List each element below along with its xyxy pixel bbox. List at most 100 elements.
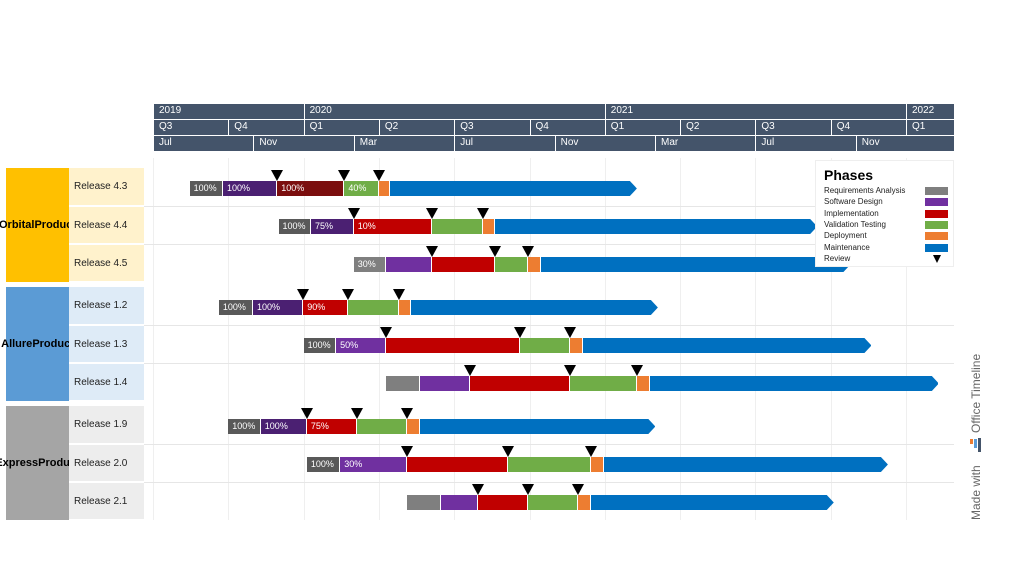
review-triangle-icon — [338, 170, 351, 181]
phase-bar-design: 100% — [252, 300, 304, 315]
maintenance-arrow-shape — [419, 419, 655, 434]
gridline — [228, 158, 229, 520]
review-triangle-icon — [564, 365, 577, 376]
group-label-line: Product — [32, 338, 74, 350]
phase-bar-deploy — [578, 495, 592, 510]
phase-bar-design — [440, 495, 479, 510]
phase-bar-req — [386, 376, 420, 391]
phase-bar-req: 100% — [189, 181, 223, 196]
phase-bar-maintenance — [419, 419, 655, 434]
legend-item-label: Software Design — [824, 197, 883, 207]
review-triangle-icon — [488, 246, 501, 257]
year-cell-4: 2022 — [906, 104, 954, 119]
office-timeline-brand: Made with Office Timeline — [965, 330, 985, 520]
phase-bar-maintenance — [541, 257, 851, 272]
legend-item-label: Review — [824, 253, 851, 263]
phase-bar-test — [528, 495, 579, 510]
row-divider — [144, 363, 954, 364]
office-timeline-brand-svg: Made with Office Timeline — [969, 354, 983, 520]
review-triangle-icon — [564, 327, 577, 338]
release-label: Release 1.4 — [69, 363, 144, 400]
review-triangle-icon — [585, 446, 598, 457]
phase-bar-impl: 100% — [277, 181, 345, 196]
legend-swatch — [925, 220, 948, 229]
phase-bar-design: 75% — [311, 219, 354, 234]
month-cell-6: Mar — [655, 136, 755, 151]
quarter-cell-11: Q1 — [906, 120, 954, 135]
review-triangle-icon — [522, 484, 535, 495]
phase-bar-design — [386, 257, 433, 272]
phase-bar-impl — [407, 457, 508, 472]
phase-bar-test — [520, 338, 571, 353]
maintenance-arrow-shape — [582, 338, 872, 353]
legend-item-label: Validation Testing — [824, 219, 886, 229]
release-label: Release 2.1 — [69, 482, 144, 519]
review-triangle-icon — [342, 289, 355, 300]
review-triangle-icon — [351, 408, 364, 419]
brand-prefix: Made with — [969, 465, 983, 520]
release-label: Release 4.3 — [69, 168, 144, 205]
phase-bar-impl — [469, 376, 571, 391]
legend-swatch — [925, 187, 948, 195]
phase-bar-test — [348, 300, 399, 315]
row-divider — [144, 325, 954, 326]
review-triangle-icon — [426, 208, 439, 219]
legend-swatch — [925, 198, 948, 207]
year-cell-2: 2020 — [303, 104, 605, 119]
quarter-cell-6: Q4 — [529, 120, 605, 135]
release-label: Release 1.3 — [69, 325, 144, 362]
month-cell-4: Jul — [454, 136, 554, 151]
review-triangle-icon — [463, 365, 476, 376]
legend-swatch — [925, 232, 948, 241]
release-label: Release 1.2 — [69, 287, 144, 324]
quarter-cell-1: Q3 — [153, 120, 228, 135]
legend-item-label: Requirements Analysis — [824, 186, 906, 195]
phase-bar-design: 100% — [260, 419, 307, 434]
quarter-cell-3: Q1 — [303, 120, 379, 135]
review-triangle-icon — [347, 208, 360, 219]
legend-item: Deployment — [824, 230, 948, 241]
group-label-line: Express — [0, 457, 39, 469]
quarter-cell-4: Q2 — [378, 120, 454, 135]
row-divider — [144, 444, 954, 445]
brand-name: Office Timeline — [969, 354, 983, 433]
phase-bar-deploy — [407, 419, 420, 434]
maintenance-arrow-shape — [591, 495, 834, 510]
phase-bar-deploy — [570, 338, 583, 353]
release-label: Release 4.4 — [69, 206, 144, 243]
year-cell-3: 2021 — [604, 104, 906, 119]
phase-bar-deploy — [398, 300, 412, 315]
review-triangle-icon — [401, 408, 414, 419]
phase-bar-impl: 10% — [353, 219, 433, 234]
release-label: Release 2.0 — [69, 444, 144, 481]
maintenance-arrow-shape — [541, 257, 851, 272]
review-triangle-icon — [392, 289, 405, 300]
group-label-line: Allure — [1, 338, 33, 350]
phase-bar-test — [507, 457, 592, 472]
month-cell-1: Jul — [153, 136, 253, 151]
phase-bar-impl — [386, 338, 521, 353]
legend-item: Software Design — [824, 196, 948, 207]
release-label: Release 1.9 — [69, 406, 144, 443]
month-cell-8: Nov — [855, 136, 954, 151]
legend-swatch — [925, 209, 948, 218]
legend-item: Review — [824, 253, 948, 264]
review-triangle-icon — [514, 327, 527, 338]
review-triangle-icon — [933, 254, 941, 263]
phase-bar-impl: 75% — [306, 419, 358, 434]
phase-bar-design: 30% — [340, 457, 408, 472]
review-triangle-icon — [501, 446, 514, 457]
phase-bar-test — [357, 419, 408, 434]
maintenance-arrow-shape — [390, 181, 638, 196]
review-triangle-icon — [401, 446, 414, 457]
gridline — [906, 158, 907, 520]
phase-bar-deploy — [591, 457, 605, 472]
phase-bar-impl — [478, 495, 529, 510]
phase-bar-deploy — [378, 181, 391, 196]
phase-bar-deploy — [637, 376, 650, 391]
